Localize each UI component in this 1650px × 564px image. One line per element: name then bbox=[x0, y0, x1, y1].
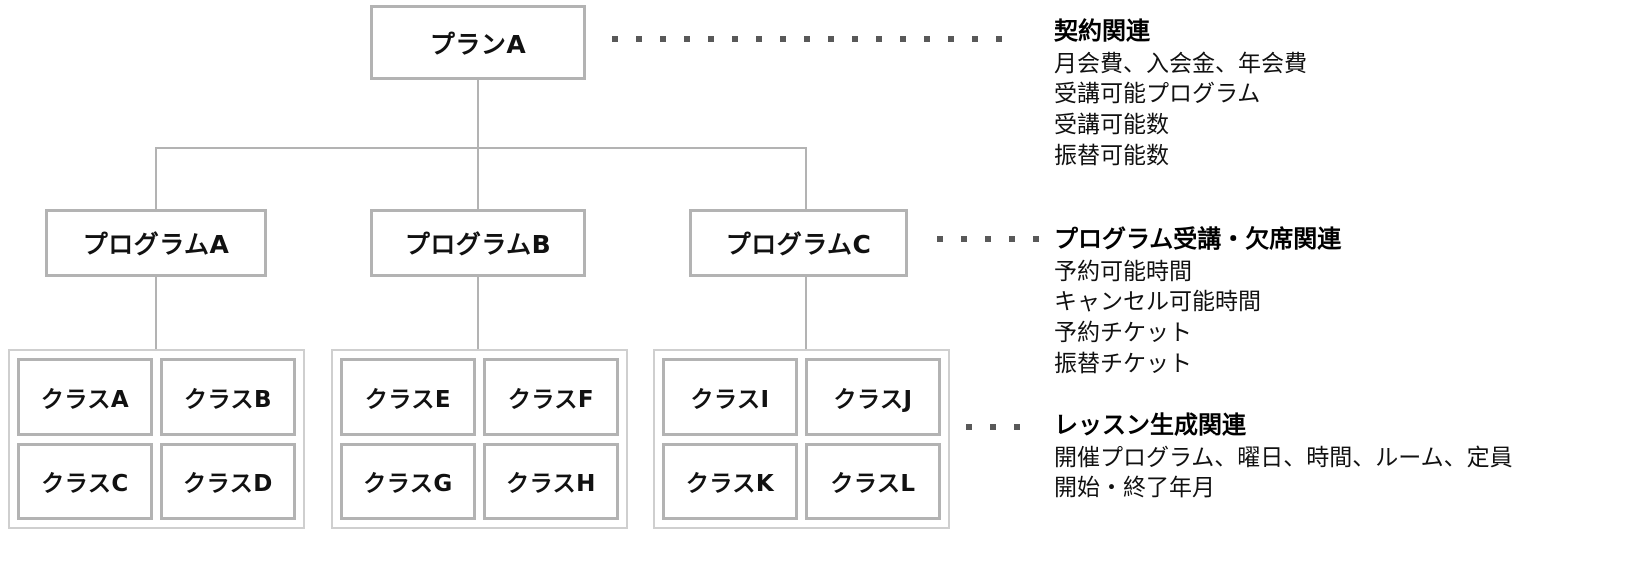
node-plan-a-label: プランA bbox=[429, 29, 527, 59]
class-group-program-b: クラスE クラスF クラスG クラスH bbox=[331, 349, 628, 529]
node-class-k-label: クラスK bbox=[685, 471, 775, 498]
annotation-lesson-line: 開始・終了年月 bbox=[1054, 475, 1215, 502]
annotation-lesson: レッスン生成関連 開催プログラム、曜日、時間、ルーム、定員 開始・終了年月 bbox=[1054, 410, 1513, 504]
leader-dot bbox=[966, 424, 972, 430]
leader-dot bbox=[937, 236, 943, 242]
node-class-i-label: クラスI bbox=[690, 386, 770, 413]
node-plan-a[interactable]: プランA bbox=[370, 5, 586, 80]
leader-dot bbox=[660, 36, 666, 42]
node-class-j[interactable]: クラスJ bbox=[805, 358, 941, 436]
node-class-a[interactable]: クラスA bbox=[17, 358, 153, 436]
connector-program-a-to-classes bbox=[155, 277, 157, 349]
annotation-attendance-line: 予約可能時間 bbox=[1054, 258, 1192, 285]
annotation-attendance-line: キャンセル可能時間 bbox=[1054, 289, 1261, 316]
node-program-b-label: プログラムB bbox=[404, 230, 552, 259]
annotation-contract-line: 受講可能数 bbox=[1054, 112, 1169, 139]
leader-dot bbox=[804, 36, 810, 42]
leader-dot bbox=[828, 36, 834, 42]
leader-dot bbox=[612, 36, 618, 42]
leader-dot bbox=[924, 36, 930, 42]
leader-dot bbox=[636, 36, 642, 42]
leader-dots-contract bbox=[612, 36, 1020, 42]
node-class-b-label: クラスB bbox=[183, 386, 273, 413]
leader-dots-lesson bbox=[966, 424, 1038, 430]
leader-dot bbox=[1009, 236, 1015, 242]
connector-bar-to-program-b bbox=[477, 147, 479, 209]
node-program-c[interactable]: プログラムC bbox=[689, 209, 908, 277]
node-program-a-label: プログラムA bbox=[82, 230, 230, 259]
node-class-b[interactable]: クラスB bbox=[160, 358, 296, 436]
node-program-b[interactable]: プログラムB bbox=[370, 209, 586, 277]
node-class-f[interactable]: クラスF bbox=[483, 358, 619, 436]
node-class-c[interactable]: クラスC bbox=[17, 442, 153, 520]
annotation-lesson-title: レッスン生成関連 bbox=[1054, 411, 1246, 439]
leader-dot bbox=[732, 36, 738, 42]
connector-program-c-to-classes bbox=[805, 277, 807, 349]
annotation-attendance: プログラム受講・欠席関連 予約可能時間 キャンセル可能時間 予約チケット 振替チ… bbox=[1054, 224, 1341, 379]
node-class-a-label: クラスA bbox=[40, 386, 130, 413]
leader-dot bbox=[961, 236, 967, 242]
leader-dot bbox=[852, 36, 858, 42]
node-class-i[interactable]: クラスI bbox=[662, 358, 798, 436]
class-group-program-c: クラスI クラスJ クラスK クラスL bbox=[653, 349, 950, 529]
node-class-e-label: クラスE bbox=[364, 386, 452, 413]
connector-plan-to-bar bbox=[477, 80, 479, 148]
node-class-j-label: クラスJ bbox=[833, 386, 913, 413]
annotation-attendance-line: 振替チケット bbox=[1054, 350, 1192, 377]
node-program-c-label: プログラムC bbox=[725, 230, 872, 259]
connector-bar-to-program-a bbox=[155, 147, 157, 209]
leader-dot bbox=[972, 36, 978, 42]
leader-dot bbox=[684, 36, 690, 42]
node-program-a[interactable]: プログラムA bbox=[45, 209, 267, 277]
annotation-contract-title: 契約関連 bbox=[1054, 17, 1150, 45]
leader-dot bbox=[780, 36, 786, 42]
node-class-f-label: クラスF bbox=[507, 386, 595, 413]
leader-dot bbox=[948, 36, 954, 42]
leader-dot bbox=[900, 36, 906, 42]
leader-dot bbox=[756, 36, 762, 42]
annotation-lesson-line: 開催プログラム、曜日、時間、ルーム、定員 bbox=[1054, 444, 1513, 471]
connector-program-bar bbox=[155, 147, 806, 149]
node-class-h-label: クラスH bbox=[506, 471, 596, 498]
node-class-d[interactable]: クラスD bbox=[160, 442, 296, 520]
node-class-g-label: クラスG bbox=[363, 471, 453, 498]
node-class-k[interactable]: クラスK bbox=[662, 442, 798, 520]
leader-dot bbox=[876, 36, 882, 42]
leader-dot bbox=[708, 36, 714, 42]
leader-dots-attendance bbox=[937, 236, 1057, 242]
annotation-contract-line: 受講可能プログラム bbox=[1054, 81, 1261, 108]
connector-bar-to-program-c bbox=[805, 147, 807, 209]
annotation-attendance-title: プログラム受講・欠席関連 bbox=[1054, 225, 1342, 253]
leader-dot bbox=[985, 236, 991, 242]
class-group-program-a: クラスA クラスB クラスC クラスD bbox=[8, 349, 305, 529]
node-class-h[interactable]: クラスH bbox=[483, 442, 619, 520]
annotation-attendance-line: 予約チケット bbox=[1054, 320, 1192, 347]
leader-dot bbox=[1014, 424, 1020, 430]
annotation-contract-line: 月会費、入会金、年会費 bbox=[1054, 50, 1307, 77]
annotation-contract: 契約関連 月会費、入会金、年会費 受講可能プログラム 受講可能数 振替可能数 bbox=[1054, 16, 1307, 171]
annotation-contract-line: 振替可能数 bbox=[1054, 142, 1169, 169]
leader-dot bbox=[1033, 236, 1039, 242]
node-class-l-label: クラスL bbox=[830, 471, 916, 498]
node-class-c-label: クラスC bbox=[41, 471, 129, 498]
connector-program-b-to-classes bbox=[477, 277, 479, 349]
leader-dot bbox=[990, 424, 996, 430]
leader-dot bbox=[996, 36, 1002, 42]
node-class-g[interactable]: クラスG bbox=[340, 442, 476, 520]
node-class-d-label: クラスD bbox=[183, 471, 273, 498]
node-class-e[interactable]: クラスE bbox=[340, 358, 476, 436]
node-class-l[interactable]: クラスL bbox=[805, 442, 941, 520]
